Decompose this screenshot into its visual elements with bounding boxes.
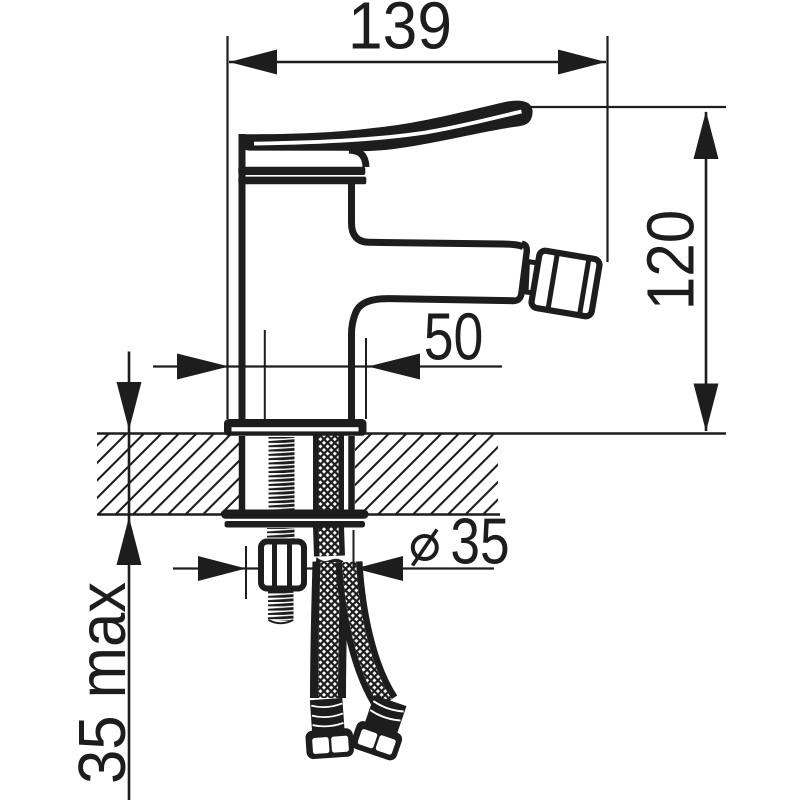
svg-text:50: 50	[424, 299, 484, 374]
svg-text:139: 139	[348, 0, 452, 63]
svg-text:35: 35	[450, 504, 509, 577]
svg-text:35 max: 35 max	[65, 582, 140, 784]
svg-text:120: 120	[633, 210, 709, 311]
